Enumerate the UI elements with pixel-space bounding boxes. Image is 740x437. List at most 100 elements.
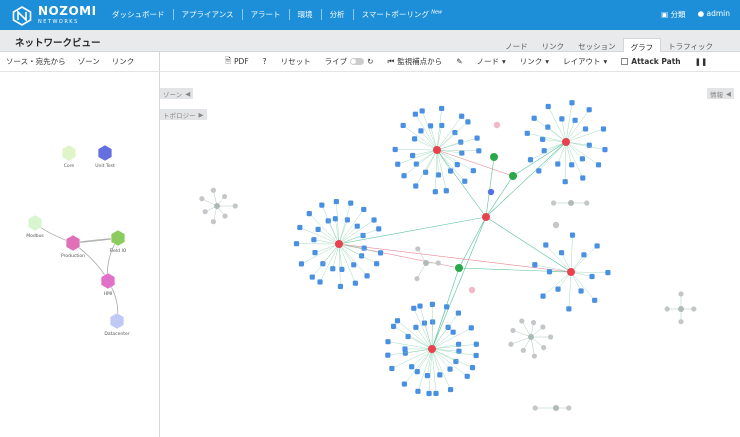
network-node[interactable] — [602, 147, 608, 153]
layout-dropdown[interactable]: レイアウト▾ — [556, 56, 614, 67]
network-node[interactable] — [413, 161, 419, 167]
network-node[interactable] — [605, 269, 611, 276]
network-node[interactable] — [409, 364, 415, 370]
network-node[interactable] — [543, 242, 549, 248]
network-node[interactable] — [395, 161, 401, 167]
network-node[interactable] — [306, 211, 312, 217]
refresh-icon[interactable]: ↻ — [367, 57, 374, 66]
network-node[interactable] — [532, 262, 538, 268]
tab-graph[interactable]: グラフ — [622, 38, 662, 52]
nodes-dropdown[interactable]: ノード▾ — [469, 56, 512, 67]
network-node[interactable] — [443, 188, 449, 194]
hub-node[interactable] — [562, 138, 570, 146]
network-node[interactable] — [325, 218, 331, 224]
zones-button[interactable]: ゾーン — [77, 57, 100, 66]
gray-node[interactable] — [678, 291, 684, 297]
links-button[interactable]: リンク — [111, 57, 135, 66]
network-node[interactable] — [559, 116, 565, 122]
network-node[interactable] — [572, 117, 578, 123]
network-node[interactable] — [361, 206, 367, 213]
network-node[interactable] — [493, 121, 501, 129]
user-menu[interactable]: ● admin — [697, 9, 730, 18]
network-node[interactable] — [455, 310, 462, 316]
network-node[interactable] — [454, 161, 460, 168]
hub-node[interactable] — [567, 268, 575, 276]
network-node[interactable] — [411, 305, 417, 311]
nav-analysis[interactable]: 分析 — [320, 9, 353, 20]
zone-node[interactable] — [27, 214, 43, 232]
gray-node[interactable] — [541, 345, 547, 351]
network-node[interactable] — [452, 129, 458, 136]
hub-node[interactable] — [482, 213, 490, 221]
hub-node[interactable] — [433, 146, 441, 154]
network-node[interactable] — [312, 250, 318, 256]
gray-node[interactable] — [678, 319, 684, 325]
network-node[interactable] — [569, 232, 576, 238]
network-node[interactable] — [558, 250, 565, 256]
network-node[interactable] — [415, 388, 421, 394]
nav-alerts[interactable]: アラート — [241, 9, 289, 20]
subnet-button[interactable]: ⏮監視補点から — [380, 56, 449, 67]
topology-panel-toggle[interactable]: トポロジー▶ — [160, 109, 207, 120]
network-node[interactable] — [385, 339, 391, 345]
network-node[interactable] — [455, 341, 462, 347]
network-node[interactable] — [586, 107, 592, 113]
network-node[interactable] — [555, 286, 561, 292]
network-node[interactable] — [476, 148, 482, 154]
zone-node[interactable] — [97, 144, 113, 162]
network-node[interactable] — [424, 373, 430, 379]
network-node[interactable] — [540, 136, 546, 142]
help-menu[interactable]: ▣ 分類 — [661, 10, 686, 19]
network-node[interactable] — [419, 108, 425, 114]
network-node[interactable] — [361, 245, 367, 251]
network-node[interactable] — [465, 119, 471, 125]
network-node[interactable] — [569, 100, 575, 106]
network-node[interactable] — [487, 188, 495, 196]
network-node[interactable] — [566, 306, 572, 312]
network-node[interactable] — [524, 130, 530, 136]
gray-node[interactable] — [510, 327, 516, 334]
gray-node[interactable] — [664, 306, 670, 312]
network-node[interactable] — [402, 346, 408, 352]
network-node[interactable] — [468, 325, 474, 331]
network-node[interactable] — [562, 179, 568, 185]
network-node[interactable] — [582, 126, 589, 132]
zone-panel-toggle[interactable]: ゾーン◀ — [160, 88, 194, 99]
gray-node[interactable] — [210, 219, 217, 225]
tab-nodes[interactable]: ノード — [505, 42, 528, 51]
network-node[interactable] — [447, 366, 453, 372]
network-node[interactable] — [414, 369, 420, 375]
network-node[interactable] — [531, 115, 537, 121]
gray-node[interactable] — [435, 260, 441, 266]
network-node[interactable] — [432, 189, 438, 195]
network-node[interactable] — [437, 372, 443, 378]
network-node[interactable] — [352, 280, 358, 286]
pdf-button[interactable]: 🗎PDF — [218, 55, 256, 68]
network-node[interactable] — [445, 324, 451, 330]
gray-node[interactable] — [221, 193, 228, 200]
tab-sessions[interactable]: セッション — [578, 42, 616, 51]
network-node[interactable] — [448, 168, 454, 174]
live-switch[interactable] — [350, 58, 365, 65]
network-node[interactable] — [464, 373, 470, 379]
network-node[interactable] — [546, 269, 553, 275]
network-node[interactable] — [401, 381, 408, 387]
gray-node[interactable] — [210, 187, 217, 193]
zone-node[interactable] — [65, 234, 81, 252]
network-node[interactable] — [421, 320, 428, 326]
network-node[interactable] — [427, 123, 434, 129]
gray-node[interactable] — [530, 319, 537, 326]
gray-node[interactable] — [222, 213, 228, 219]
nav-appliances[interactable]: アプライアンス — [172, 9, 242, 20]
hub-node[interactable] — [509, 172, 517, 180]
network-node[interactable] — [579, 156, 586, 162]
network-node[interactable] — [468, 286, 476, 294]
attack-path-toggle[interactable]: Attack Path — [614, 57, 687, 66]
network-node[interactable] — [439, 122, 445, 129]
gray-node[interactable] — [547, 334, 554, 340]
network-node[interactable] — [413, 324, 419, 330]
network-node[interactable] — [376, 226, 382, 232]
tab-links[interactable]: リンク — [541, 42, 565, 51]
network-node[interactable] — [578, 288, 584, 294]
network-node[interactable] — [600, 126, 607, 132]
